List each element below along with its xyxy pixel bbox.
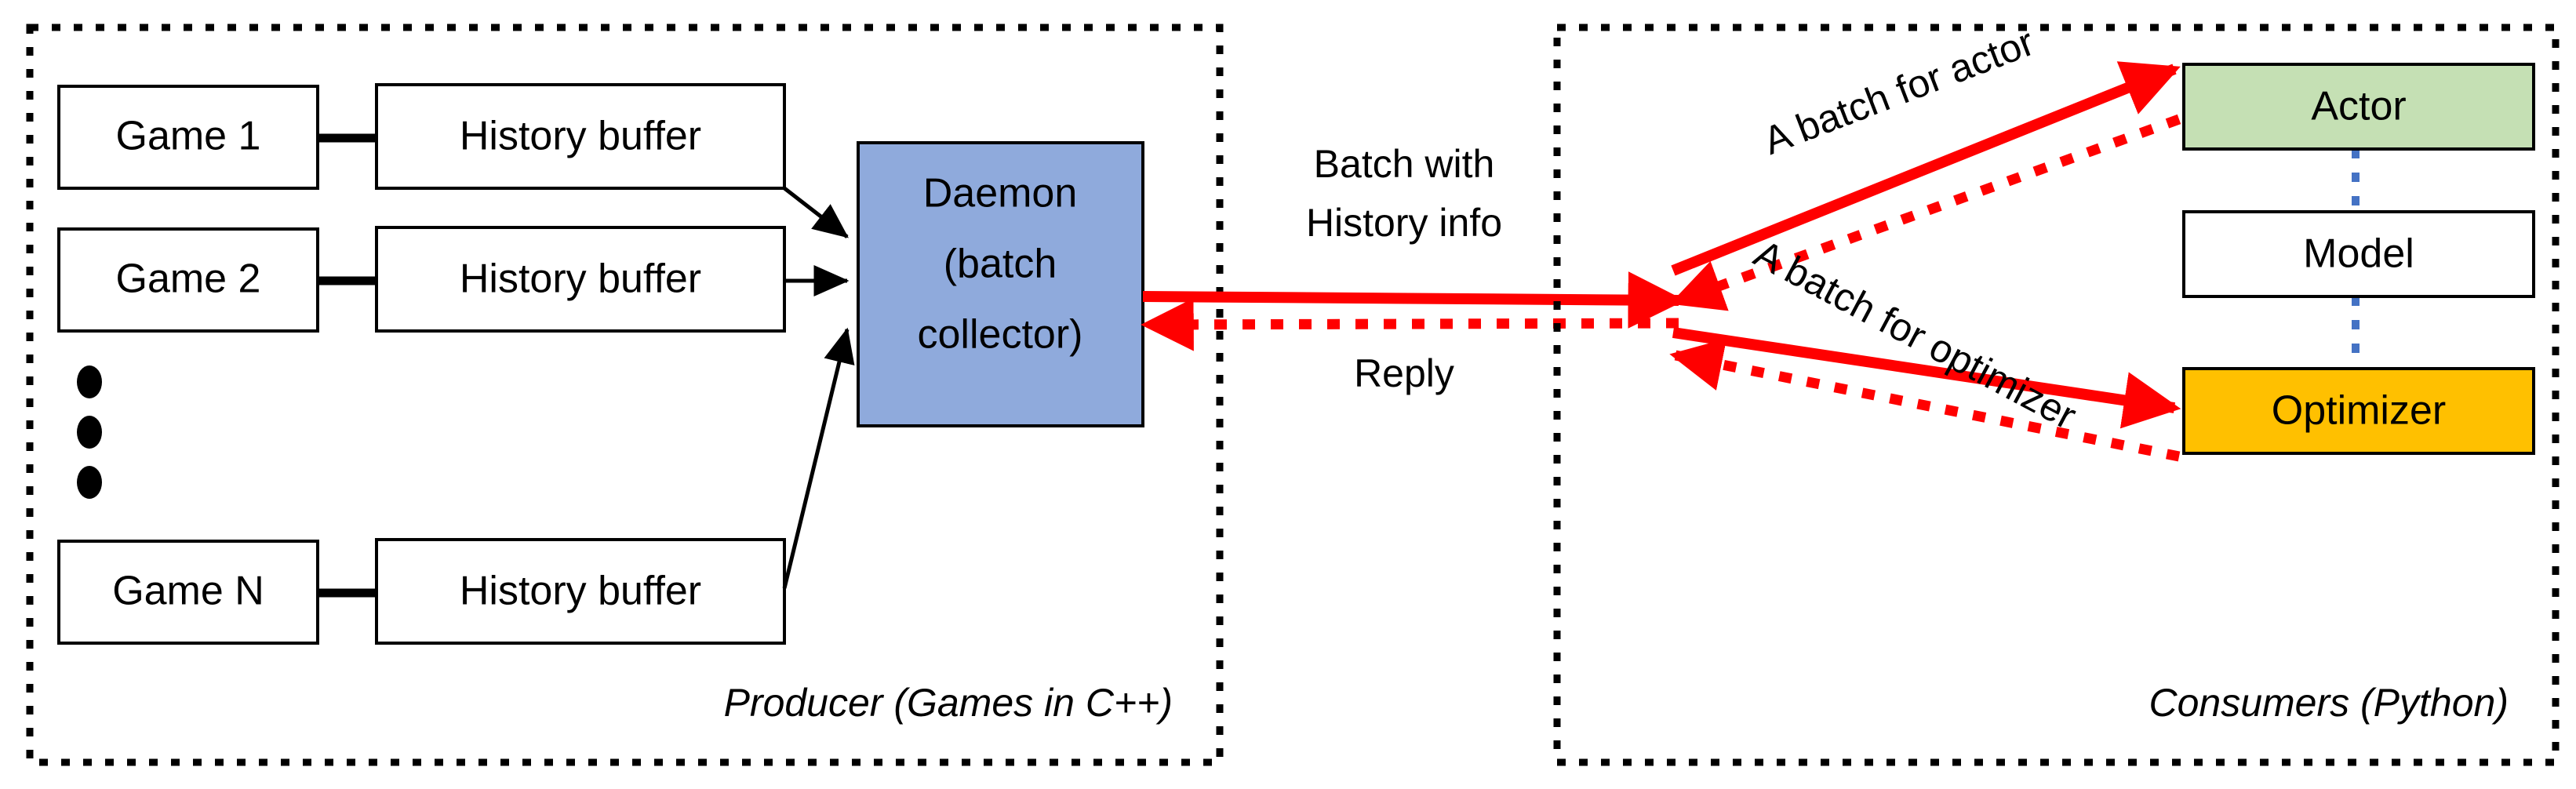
producer-panel-caption: Producer (Games in C++) [724,681,1173,725]
history-buffer-1-box[interactable] [375,83,786,190]
history-buffer-2-box[interactable] [375,226,786,333]
actor-reply-arrow [1669,114,2181,311]
daemon-label-line2: (batch [944,242,1057,287]
reply-label: Reply [1354,351,1454,395]
batch-label-line2: History info [1306,201,1502,245]
optimizer-reply-arrow [1669,338,2181,462]
games-ellipsis [77,365,102,499]
buffer-n-to-daemon-arrow [782,327,855,589]
consumer-panel-border [1553,24,2560,766]
optimizer-box[interactable] [2182,367,2535,455]
history-buffer-n-box[interactable] [375,538,786,645]
actor-label: Actor [2311,84,2406,129]
buffer-1-to-daemon-arrow [783,187,849,238]
model-label: Model [2303,231,2414,277]
game-1-box[interactable] [57,85,319,190]
batch-for-optimizer-label: A batch for optimizer [1747,231,2083,438]
optimizer-label: Optimizer [2272,388,2446,434]
daemon-box[interactable] [857,141,1144,427]
batch-with-history-arrow [1142,271,1686,329]
history-buffer-1-label: History buffer [460,114,701,159]
batch-for-optimizer-arrow [1672,327,2181,429]
batch-label-line1: Batch with [1314,142,1495,186]
consumer-panel-caption: Consumers (Python) [2149,681,2509,725]
reply-arrow [1141,298,1679,351]
history-buffer-n-label: History buffer [460,569,701,614]
game-n-label: Game N [112,569,264,614]
game-1-label: Game 1 [116,114,261,159]
game-2-label: Game 2 [116,256,261,302]
history-buffer-2-label: History buffer [460,256,701,302]
daemon-label-line3: collector) [918,312,1083,358]
daemon-label-line1: Daemon [923,171,1078,216]
model-box[interactable] [2182,210,2535,298]
producer-panel-border [26,24,1224,766]
actor-box[interactable] [2182,63,2535,151]
batch-for-actor-arrow [1671,61,2181,276]
